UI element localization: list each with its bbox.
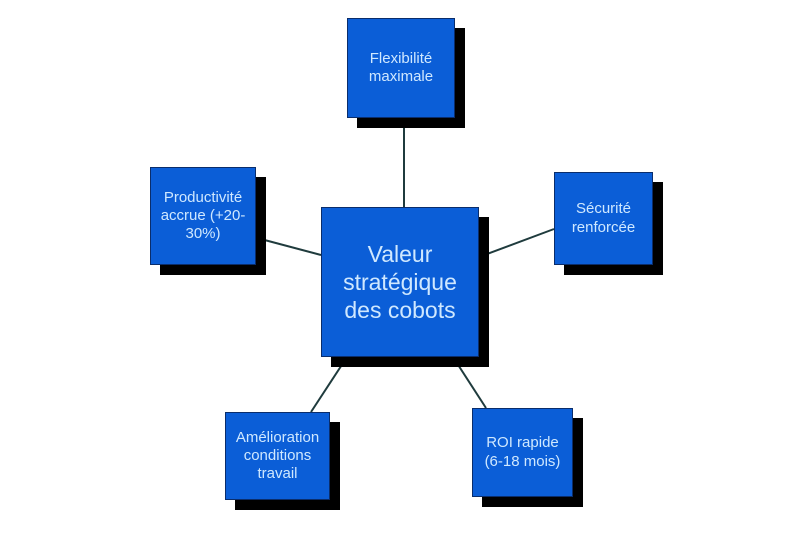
- node-label: Sécurité renforcée: [571, 200, 636, 236]
- node-label: Flexibilité maximale: [368, 49, 434, 85]
- node-label: Valeur stratégique des cobots: [343, 240, 457, 324]
- node-securite-renforcee[interactable]: Sécurité renforcée: [554, 172, 653, 265]
- node-flexibilite-maximale[interactable]: Flexibilité maximale: [347, 18, 455, 118]
- edge-center-productivite: [256, 237, 322, 256]
- edge-center-roi: [452, 356, 487, 409]
- node-roi-rapide[interactable]: ROI rapide (6-18 mois): [472, 408, 573, 497]
- node-amelioration-conditions-travail[interactable]: Amélioration conditions travail: [225, 412, 330, 500]
- node-label: ROI rapide (6-18 mois): [484, 434, 561, 470]
- node-label: Amélioration conditions travail: [235, 428, 320, 483]
- edge-center-amelioration: [310, 356, 348, 413]
- node-valeur-strategique-des-cobots[interactable]: Valeur stratégique des cobots: [321, 207, 479, 357]
- node-productivite-accrue[interactable]: Productivité accrue (+20- 30%): [150, 167, 256, 265]
- edge-center-securite: [478, 228, 555, 258]
- node-label: Productivité accrue (+20- 30%): [160, 188, 246, 243]
